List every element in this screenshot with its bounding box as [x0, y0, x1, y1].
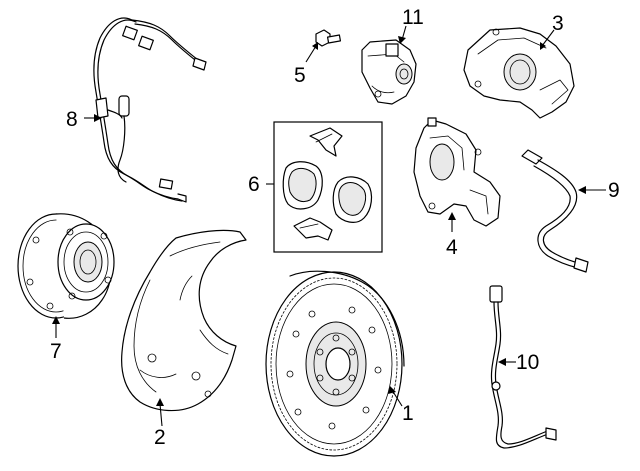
caliper-assembly-part[interactable] [361, 39, 417, 105]
callout-9: 9 [578, 179, 620, 202]
callout-5-label: 5 [294, 64, 306, 87]
callout-4-label: 4 [446, 236, 458, 259]
callout-11-label: 11 [402, 6, 424, 29]
wear-sensor-harness-part[interactable] [93, 17, 207, 203]
callout-11: 11 [398, 6, 424, 44]
wheel-hub-part[interactable] [17, 213, 115, 319]
callout-8-label: 8 [66, 108, 78, 131]
callout-10-label: 10 [516, 351, 539, 374]
caliper-bracket-part[interactable] [413, 117, 501, 227]
callout-10: 10 [498, 351, 539, 374]
callout-2: 2 [154, 398, 166, 449]
callout-8: 8 [66, 108, 102, 131]
brake-pad-kit-part[interactable] [273, 121, 383, 253]
callout-4: 4 [446, 212, 458, 259]
caliper-bolt-part[interactable] [315, 29, 342, 47]
brake-rotor-part[interactable] [265, 270, 405, 457]
caliper-housing-part[interactable] [463, 27, 575, 119]
brake-hose-part[interactable] [521, 149, 589, 273]
callout-7: 7 [50, 316, 62, 363]
callout-9-label: 9 [608, 179, 620, 202]
dust-shield-part[interactable] [121, 229, 247, 412]
callout-6-label: 6 [248, 173, 260, 196]
callout-3: 3 [540, 12, 564, 50]
callout-6: 6 [248, 173, 274, 196]
rear-wear-sensor-part[interactable] [489, 285, 557, 449]
callout-3-label: 3 [552, 12, 564, 35]
callout-1: 1 [388, 386, 414, 425]
callout-7-label: 7 [50, 340, 62, 363]
callout-1-label: 1 [402, 402, 414, 425]
callout-2-label: 2 [154, 426, 166, 449]
callout-5: 5 [294, 42, 318, 87]
